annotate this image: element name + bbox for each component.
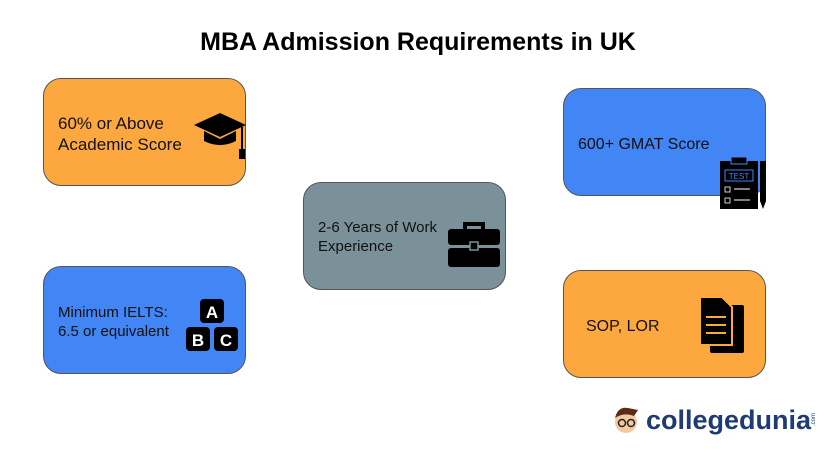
academic-score-box: 60% or Above Academic Score — [43, 78, 246, 186]
work-line2: Experience — [318, 237, 394, 255]
page-title: MBA Admission Requirements in UK — [200, 28, 636, 56]
logo-text: collegedunia — [646, 404, 812, 435]
svg-text:B: B — [192, 331, 204, 350]
gmat-box: 600+ GMAT Score TEST — [563, 88, 766, 209]
gmat-text: 600+ GMAT Score — [578, 136, 710, 153]
collegedunia-logo: collegedunia .com — [612, 402, 817, 438]
graduation-cap-icon — [194, 113, 246, 159]
ielts-text: Minimum IELTS: 6.5 or equivalent — [58, 304, 169, 342]
academic-score-text: 60% or Above Academic Score — [58, 113, 182, 156]
sop-lor-box: SOP, LOR — [563, 270, 766, 378]
ielts-box: Minimum IELTS: 6.5 or equivalent A B C — [43, 266, 246, 374]
mascot-icon — [615, 407, 638, 433]
work-experience-box: 2-6 Years of Work Experience — [303, 182, 506, 290]
work-line1: 2-6 Years of Work — [318, 219, 437, 236]
svg-text:C: C — [220, 331, 232, 350]
ielts-line2: 6.5 or equivalent — [58, 322, 169, 340]
work-text: 2-6 Years of Work Experience — [318, 219, 437, 257]
academic-line1: 60% or Above — [58, 114, 164, 133]
abc-blocks-icon: A B C — [186, 299, 238, 351]
logo-suffix: .com — [811, 413, 818, 427]
ielts-line1: Minimum IELTS: — [58, 304, 168, 321]
test-clipboard-icon: TEST — [720, 157, 766, 209]
svg-text:A: A — [206, 303, 218, 322]
sop-lor-text: SOP, LOR — [586, 318, 660, 335]
briefcase-icon — [448, 222, 500, 267]
svg-text:TEST: TEST — [729, 172, 750, 181]
documents-icon — [699, 296, 744, 353]
academic-line2: Academic Score — [58, 135, 182, 155]
